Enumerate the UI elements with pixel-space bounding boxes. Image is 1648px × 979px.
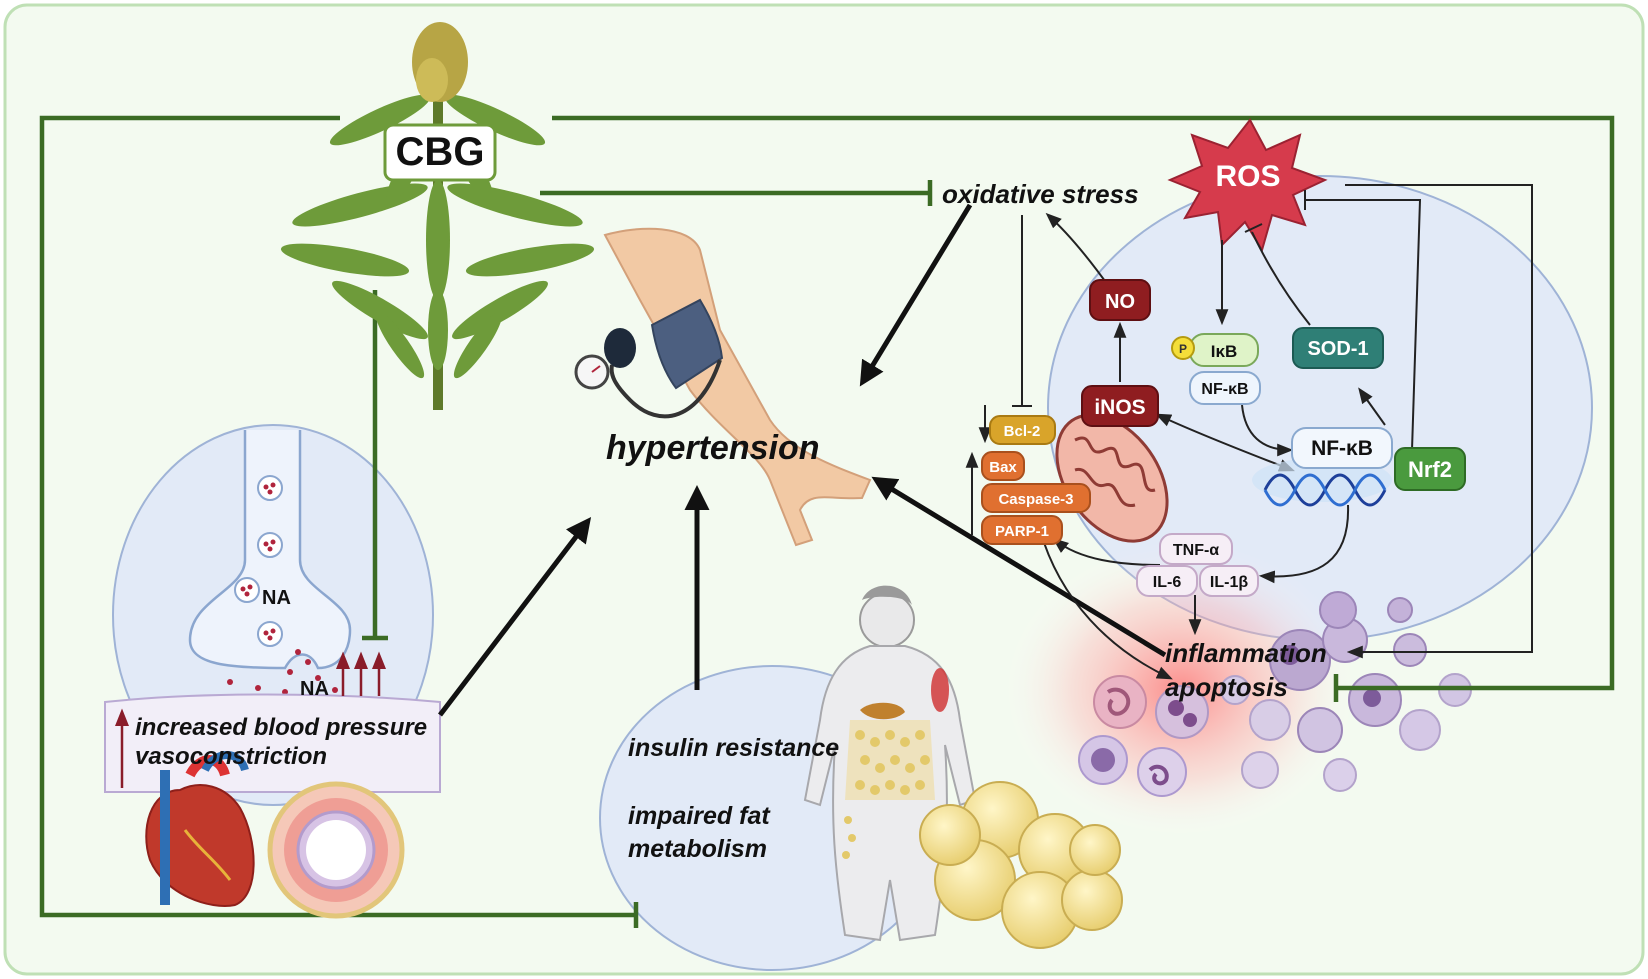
il1b-label: IL-1β [1210,574,1248,591]
arrow-oxidative-to-hypertension [859,203,973,387]
apoptosis-label: apoptosis [1165,672,1288,702]
tnfa-label: TNF-α [1173,542,1219,559]
ikb-label: IκB [1211,342,1237,361]
nrf2-box: Nrf2 [1394,447,1466,491]
ros-star: ROS [1167,118,1328,253]
arrow-inflammation-to-hypertension [871,476,1167,658]
caspase3-label: Caspase-3 [998,491,1073,508]
vasoconstriction-label: vasoconstriction [135,743,327,770]
no-box: NO [1089,279,1151,321]
synapse-panel [104,424,441,806]
sod1-box: SOD-1 [1292,327,1384,369]
oxidative-stress-label: oxidative stress [942,179,1139,209]
heart-illustration [145,751,255,907]
nrf2-label: Nrf2 [1408,457,1452,482]
bax-label: Bax [989,459,1017,476]
apoptosis-proteins: Bcl-2 Bax Caspase-3 PARP-1 [981,415,1091,545]
cytokine-pills: TNF-α IL-6 IL-1β [1136,533,1259,597]
inflammation-label: inflammation [1165,638,1327,668]
cell-pathway-arrows [965,184,1533,680]
ikb-complex: IκB P NF-κB [1171,333,1261,405]
phospho-label: P [1179,342,1187,356]
inos-box: iNOS [1081,385,1159,427]
nfkb-large-box: NF-κB [1291,427,1393,469]
na-bottom-label: NA [300,678,329,700]
bcl2-label: Bcl-2 [1004,423,1041,440]
arm-blood-pressure-illustration [574,227,872,547]
parp1-label: PARP-1 [995,523,1049,540]
inflammation-cells [1000,540,1472,840]
impaired-fat-label: impaired fat [628,802,771,830]
insulin-resistance-label: insulin resistance [628,734,839,762]
inos-label: iNOS [1094,396,1145,419]
nfkb-small-label: NF-κB [1201,381,1248,398]
nfkb-large-label: NF-κB [1311,437,1373,460]
adipocyte-cluster-illustration [919,781,1123,949]
cbg-label-box: CBG [383,123,497,182]
increased-blood-pressure-label: increased blood pressure [135,714,427,741]
cbg-label: CBG [396,130,485,174]
human-figure-illustration [803,585,977,942]
metabolism-label: metabolism [628,835,767,863]
arrow-synapse-to-hypertension [438,517,592,717]
blood-vessel-cross-section [267,781,405,919]
hypertension-label: hypertension [606,429,819,467]
na-top-label: NA [262,587,291,609]
il6-label: IL-6 [1153,574,1182,591]
ros-label: ROS [1215,160,1280,193]
no-label: NO [1105,291,1135,313]
sod1-label: SOD-1 [1307,338,1368,360]
pathway-arrows [438,203,1167,717]
